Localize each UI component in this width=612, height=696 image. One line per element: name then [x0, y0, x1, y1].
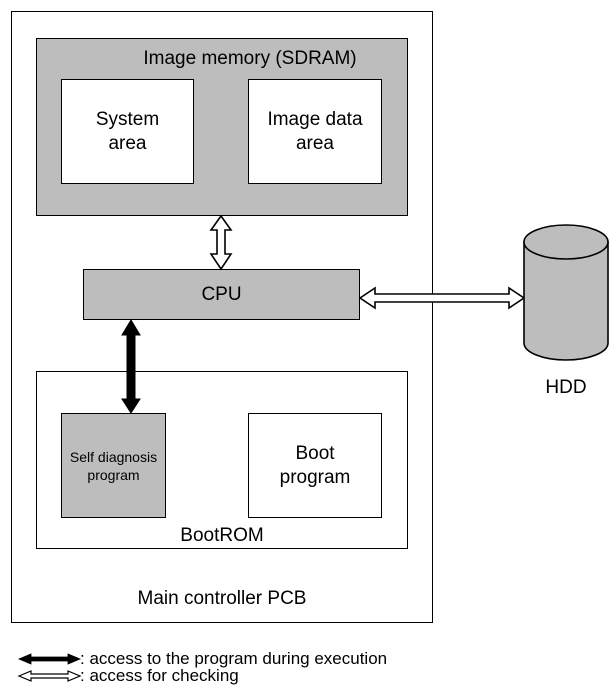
boot-program-box: Boot program [248, 413, 382, 518]
bootrom-label: BootROM [180, 525, 264, 546]
image-data-area-label: Image data area [267, 108, 363, 154]
boot-program-label: Boot program [279, 442, 351, 488]
legend-execution: : access to the program during execution [80, 649, 388, 668]
legend-checking: : access for checking [80, 666, 239, 685]
cpu-box: CPU [83, 269, 360, 320]
hdd-cylinder-icon [523, 224, 609, 361]
legend-hollow-arrow-icon [17, 670, 82, 682]
pcb-label: Main controller PCB [137, 588, 307, 609]
system-area-label: System area [95, 108, 160, 154]
legend-solid-arrow-icon [17, 653, 82, 665]
image-memory-title: Image memory (SDRAM) [143, 48, 357, 69]
memory-cpu-check-arrow [209, 214, 233, 271]
system-area-box: System area [61, 79, 194, 184]
hdd-label: HDD [545, 377, 587, 398]
cpu-label: CPU [201, 283, 242, 305]
cpu-selfdiag-exec-arrow [121, 319, 141, 414]
self-diagnosis-program-label: Self diagnosis program [69, 448, 158, 483]
cpu-hdd-check-arrow [358, 286, 526, 310]
self-diagnosis-program-box: Self diagnosis program [61, 413, 166, 518]
image-data-area-box: Image data area [248, 79, 382, 184]
